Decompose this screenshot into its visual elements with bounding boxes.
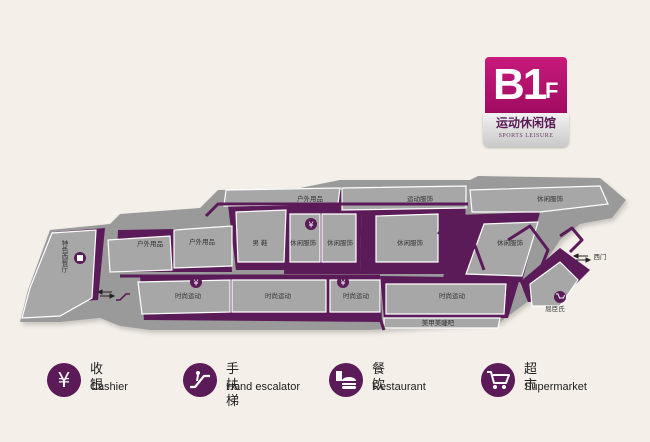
- label-outdoor-2: 户外用品: [189, 237, 215, 246]
- legend-zh-restaurant: 餐饮: [372, 362, 388, 393]
- svg-text:¥: ¥: [340, 279, 345, 288]
- map-icon-restaurant[interactable]: [74, 252, 86, 264]
- floor-badge-plate: [483, 113, 569, 147]
- label-leisure-2: 休闲服饰: [327, 238, 354, 247]
- label-fashion-3: 时尚运动: [343, 291, 370, 300]
- legend-en-escalator: Hand escalator: [226, 381, 300, 393]
- store-sports[interactable]: [341, 185, 467, 211]
- store-fashion-2[interactable]: [231, 279, 327, 313]
- legend-zh-cashier: 收 银: [90, 362, 106, 393]
- label-west-gate: 西门: [594, 252, 607, 261]
- svg-text:¥: ¥: [58, 368, 71, 392]
- label-fashion-1: 时尚运动: [175, 291, 202, 300]
- restaurant-icon: [329, 363, 363, 397]
- floor-badge: B1 F 运动休闲馆 SPORTS LEISURE: [483, 55, 569, 153]
- map-icon-cashier-2[interactable]: ¥: [190, 276, 202, 288]
- store-beauty[interactable]: [383, 317, 501, 329]
- label-outdoor-1: 户外用品: [137, 239, 163, 248]
- map-icon-cashier-3[interactable]: ¥: [337, 276, 349, 288]
- label-sports: 运动服饰: [407, 194, 434, 203]
- label-fashion-4: 时尚运动: [439, 291, 466, 300]
- map-icon-entrance-west[interactable]: [572, 253, 592, 263]
- legend-zh-supermarket: 超市: [524, 362, 540, 393]
- store-outdoor-2[interactable]: [173, 225, 233, 269]
- floor-name-zh: 运动休闲馆: [495, 116, 556, 130]
- label-outdoor-3: 户外用品: [297, 194, 323, 203]
- map-label-group: 户外用品 户外用品 户外用品 运动服饰 休闲服饰 男 鞋 休闲服饰 休闲服饰 休…: [60, 194, 607, 327]
- label-fashion-2: 时尚运动: [265, 291, 292, 300]
- corridors: [120, 202, 584, 331]
- store-fashion-4[interactable]: [385, 283, 507, 315]
- legend-zh-escalator: 手扶梯: [226, 362, 242, 409]
- legend-en-cashier: Cashier: [90, 381, 128, 393]
- label-restaurant: 特色西餐厅: [60, 238, 68, 272]
- corridor-zigzag-2: [507, 224, 550, 271]
- store-fashion-3[interactable]: [329, 279, 381, 313]
- stores: [21, 185, 609, 329]
- map-icon-cashier-1[interactable]: ¥: [305, 218, 317, 230]
- cart-icon: [481, 363, 515, 397]
- floor-badge-top: B1 F: [485, 57, 567, 117]
- legend-en-supermarket: Supermarket: [524, 381, 587, 393]
- store-outdoor-1[interactable]: [107, 235, 173, 273]
- store-supermarket[interactable]: [529, 261, 579, 307]
- escalator-icon: [183, 363, 217, 397]
- label-leisure-1: 休闲服饰: [290, 238, 317, 247]
- svg-text:¥: ¥: [193, 279, 198, 288]
- store-leisure-5[interactable]: [465, 221, 539, 277]
- corridor-south: [378, 317, 386, 331]
- floor-suffix: F: [545, 78, 559, 103]
- map-icon-entrance-southwest[interactable]: [96, 289, 116, 299]
- corridor-north: [204, 202, 468, 218]
- label-leisure-3: 休闲服饰: [397, 238, 424, 247]
- label-leisure-5: 休闲服饰: [497, 238, 524, 247]
- corridor-zigzag-1: [437, 230, 486, 271]
- label-leisure-4: 休闲服饰: [537, 194, 564, 203]
- yen-icon: ¥: [47, 363, 81, 397]
- legend-en-restaurant: Restaurant: [372, 381, 426, 393]
- svg-text:¥: ¥: [308, 221, 313, 230]
- floor-name-en: SPORTS LEISURE: [498, 133, 554, 139]
- store-restaurant[interactable]: [21, 229, 97, 319]
- label-mens: 男 鞋: [252, 238, 268, 247]
- store-leisure-2[interactable]: [321, 213, 357, 263]
- floor-number: B1: [493, 60, 547, 109]
- label-supermarket: 屈臣氏: [545, 304, 565, 313]
- store-leisure-3[interactable]: [375, 213, 439, 263]
- corridor-zigzag-3: [559, 226, 584, 254]
- map-icon-escalator[interactable]: [116, 293, 130, 301]
- store-mens[interactable]: [235, 209, 287, 263]
- map-icon-supermarket[interactable]: [554, 291, 566, 303]
- store-leisure-4[interactable]: [469, 185, 609, 213]
- label-beauty: 美甲美睫吧: [422, 318, 455, 327]
